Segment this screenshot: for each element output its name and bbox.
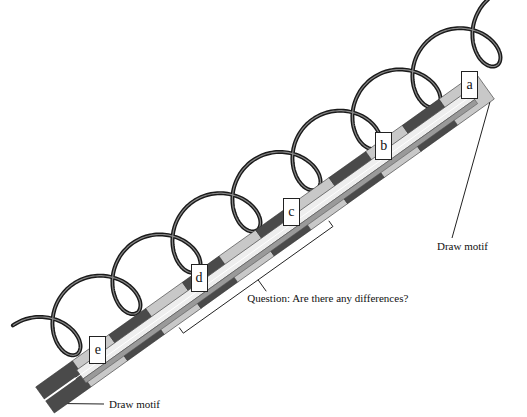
direction-arrow <box>36 378 76 406</box>
raised-bar <box>36 91 477 407</box>
bracket-stem <box>258 280 266 291</box>
leader-line <box>67 403 104 404</box>
annotation: Question: Are there any differences? <box>246 292 409 304</box>
letter-card: d <box>191 264 208 292</box>
leader-lines <box>67 102 489 404</box>
card-letter: e <box>95 343 101 357</box>
center-line <box>54 95 472 393</box>
letter-card: c <box>283 198 300 226</box>
bar-top <box>77 91 475 379</box>
letter-card: e <box>89 336 106 364</box>
arrow-head <box>36 398 45 406</box>
motif-highlight <box>13 0 501 355</box>
leader-line <box>452 102 490 238</box>
card-letter: c <box>288 205 294 219</box>
card-letter: b <box>380 139 387 153</box>
bar-side <box>83 100 478 384</box>
card-letter: d <box>196 271 203 285</box>
annotation: Draw motif <box>108 398 161 410</box>
letter-card: a <box>461 71 478 99</box>
motif-ribbon <box>13 0 501 355</box>
annotation: Draw motif <box>436 240 489 252</box>
bracket <box>179 221 333 333</box>
card-letter: a <box>466 78 472 92</box>
letter-card: b <box>375 132 392 160</box>
motif-curve <box>13 0 501 355</box>
track-strip <box>36 73 495 413</box>
